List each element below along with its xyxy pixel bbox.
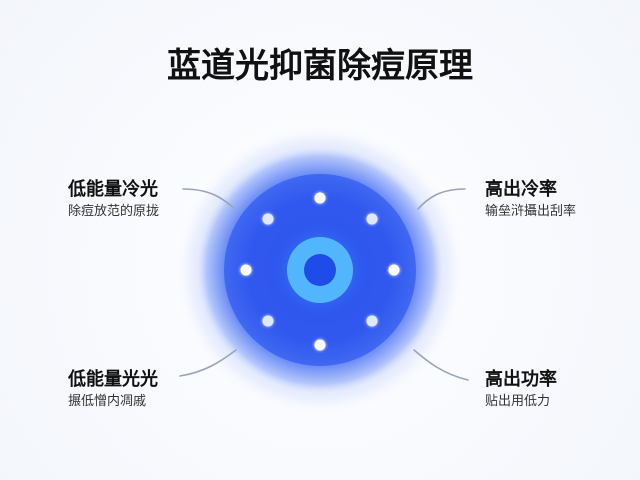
light-point-icon [262,213,274,225]
label-top-left-heading: 低能量冷光 [68,179,158,200]
light-point-icon [388,264,400,276]
label-top-left-caption: 除痘放范的原拢 [68,204,160,219]
label-bottom-left-caption: 搌低憎内凋戚 [68,394,147,409]
light-point-icon [262,315,274,327]
label-top-right: 高出冷率 输垒浒攝出刮率 [485,178,576,222]
light-point-icon [314,339,326,351]
light-point-icon [366,315,378,327]
light-points [240,192,400,351]
label-top-right-caption: 输垒浒攝出刮率 [485,204,577,219]
label-bottom-left-heading: 低能量光光 [68,369,158,390]
leader-line-top-right [417,188,466,210]
label-top-left: 低能量冷光 除痘放范的原拢 [68,178,159,222]
leader-line-bottom-left [179,349,237,377]
page-title: 蓝道光抑菌除痘原理 [167,46,473,86]
label-bottom-right-heading: 高出功率 [485,369,557,390]
label-top-right-heading: 高出冷率 [485,179,557,200]
light-point-icon [240,264,252,276]
leader-line-bottom-right [413,349,469,381]
label-bottom-right: 高出功率 贴出用低力 [485,368,557,412]
light-point-icon [366,213,378,225]
leader-line-top-left [182,188,235,209]
label-bottom-left: 低能量光光 搌低憎内凋戚 [68,368,158,412]
label-bottom-right-caption: 贴出用低力 [485,394,551,409]
light-point-icon [314,192,326,204]
light-emitter-icon [284,234,356,306]
